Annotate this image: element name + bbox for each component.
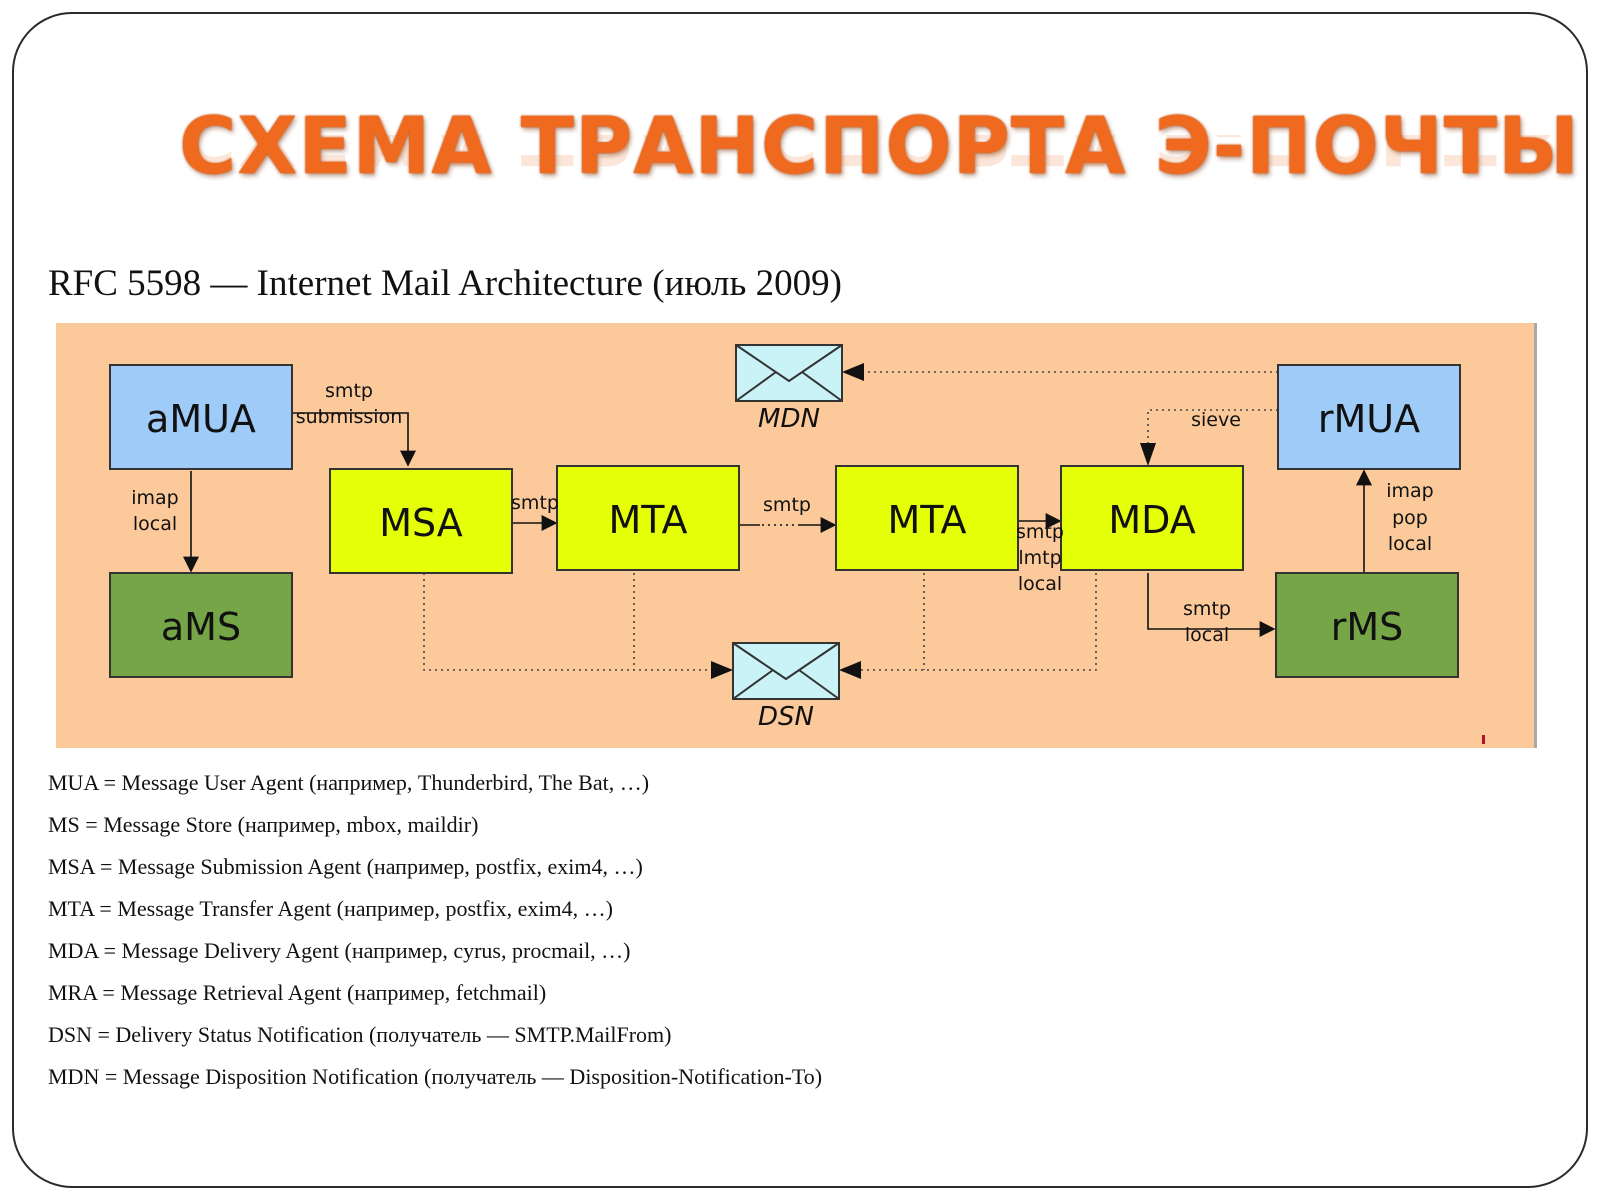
node-msa-label: MSA (379, 501, 463, 545)
diagram-corner-mark (1482, 735, 1485, 744)
amua-to-msa-arrow (292, 412, 416, 467)
dsn-label: DSN (758, 702, 814, 732)
node-mda-label: MDA (1108, 498, 1195, 542)
edge-label-mta-mda-lmtp: lmtp (1018, 547, 1061, 569)
sieve-connector (1147, 409, 1278, 443)
mdn-arrow (842, 363, 864, 381)
slide-title: СХЕМА ТРАНСПОРТА Э-ПОЧТЫ (179, 102, 1580, 192)
edge-label-rms-rmua-pop: pop (1392, 507, 1428, 529)
edge-label-mta-mta-smtp: smtp (763, 494, 811, 516)
abbreviation-legend: MUA = Message User Agent (например, Thun… (48, 765, 822, 1101)
node-rms: rMS (1275, 572, 1459, 678)
legend-item: DSN = Delivery Status Notification (полу… (48, 1022, 672, 1047)
edge-label-imap-local-a-1: imap (131, 487, 179, 509)
dsn-arrow-right (839, 661, 861, 679)
legend-item: MTA = Message Transfer Agent (например, … (48, 896, 613, 921)
edge-label-mda-rms-local: local (1185, 624, 1229, 646)
edge-label-rms-rmua-local: local (1388, 533, 1432, 555)
edge-label-msa-mta-smtp: smtp (511, 492, 559, 514)
legend-item: MDN = Message Disposition Notification (… (48, 1064, 823, 1089)
legend-item: MDA = Message Delivery Agent (например, … (48, 938, 631, 963)
dsn-envelope-icon (732, 642, 840, 700)
node-rmua: rMUA (1277, 364, 1461, 470)
node-rmua-label: rMUA (1318, 397, 1420, 441)
node-mta-receiving-label: MTA (887, 498, 966, 542)
mail-architecture-diagram: aMUA aMS MSA MTA MTA MDA rMUA rMS MDN (56, 323, 1537, 748)
diagram-right-edge (1534, 323, 1537, 748)
edge-label-smtp-submission-2: submission (296, 406, 403, 428)
edge-label-rms-rmua-imap: imap (1386, 480, 1434, 502)
edge-labels: smtp submission imap local smtp smtp smt… (131, 380, 1434, 646)
node-amua-label: aMUA (146, 397, 256, 441)
edge-label-smtp-submission-1: smtp (325, 380, 373, 402)
node-mta-receiving: MTA (835, 465, 1019, 571)
legend-item: MRA = Message Retrieval Agent (например,… (48, 980, 547, 1005)
mda-to-rms-arrow (1147, 573, 1276, 637)
node-mda: MDA (1060, 465, 1244, 571)
edge-label-imap-local-a-2: local (133, 513, 177, 535)
legend-item: MSA = Message Submission Agent (например… (48, 854, 643, 879)
legend-item: MS = Message Store (например, mbox, mail… (48, 812, 479, 837)
legend-item: MUA = Message User Agent (например, Thun… (48, 770, 650, 795)
mdn-label: MDN (758, 404, 820, 434)
edge-label-mda-rms-smtp: smtp (1183, 598, 1231, 620)
edge-label-sieve: sieve (1191, 409, 1241, 431)
node-mta-sending-label: MTA (608, 498, 687, 542)
mdn-envelope-icon (735, 344, 843, 402)
dsn-connectors (423, 573, 1097, 671)
node-ams: aMS (109, 572, 293, 678)
edge-label-mta-mda-smtp: smtp (1016, 521, 1064, 543)
slide-subtitle: RFC 5598 — Internet Mail Architecture (и… (48, 263, 842, 304)
dsn-arrow-left (711, 661, 733, 679)
node-ams-label: aMS (161, 605, 241, 649)
edge-label-mta-mda-local: local (1018, 573, 1062, 595)
node-mta-sending: MTA (556, 465, 740, 571)
node-amua: aMUA (109, 364, 293, 470)
sieve-arrow (1140, 443, 1156, 466)
node-rms-label: rMS (1331, 605, 1404, 649)
node-msa: MSA (329, 468, 513, 574)
